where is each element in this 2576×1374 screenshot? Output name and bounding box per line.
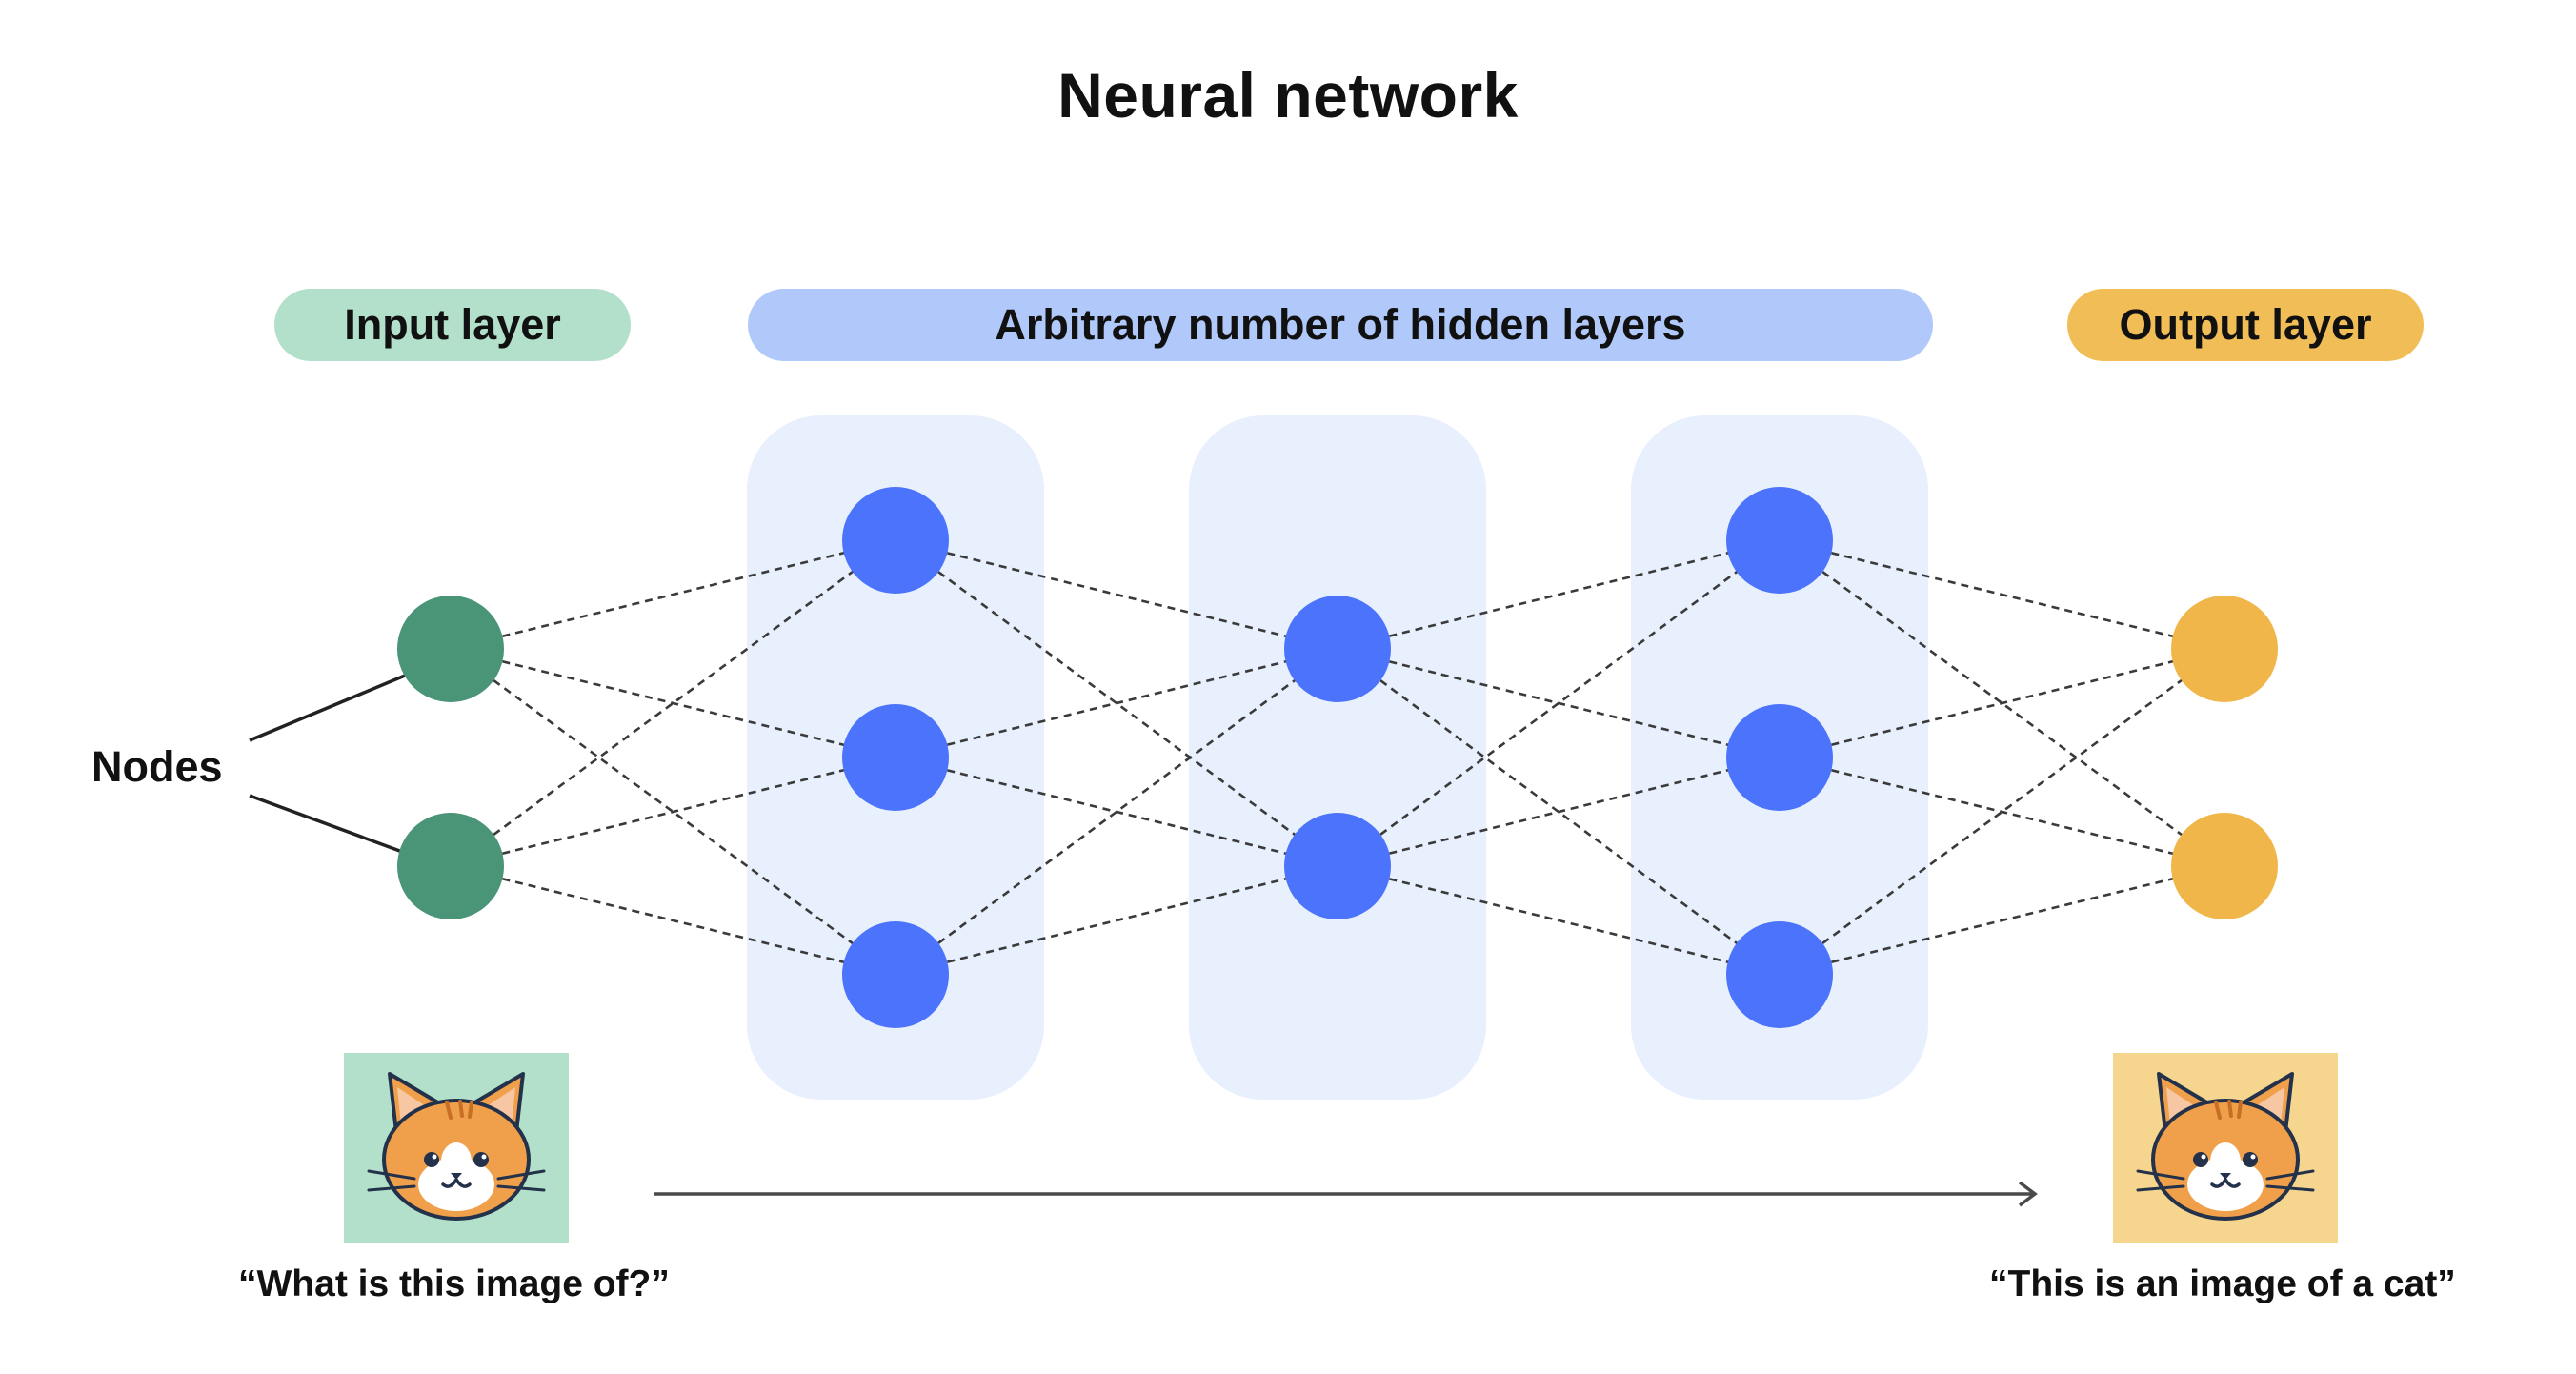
hidden-node xyxy=(842,487,949,594)
cat-face-icon xyxy=(2136,1072,2315,1221)
connection-edge xyxy=(895,864,1338,977)
input-node xyxy=(397,813,504,919)
hidden-node xyxy=(1284,596,1391,702)
connection-edge xyxy=(1779,647,2225,977)
hidden-layer-panel xyxy=(1189,415,1486,1100)
output-layer-pill: Output layer xyxy=(2067,289,2424,361)
hidden-layers-label: Arbitrary number of hidden layers xyxy=(995,300,1686,349)
output-layer-label: Output layer xyxy=(2119,300,2372,349)
output-caption: “This is an image of a cat” xyxy=(1989,1263,2456,1304)
connection-edge xyxy=(1337,647,1781,977)
connection-edge xyxy=(1337,538,1781,651)
hidden-node xyxy=(842,704,949,811)
nodes-pointer-line xyxy=(249,794,406,855)
connection-edge xyxy=(1779,864,2225,977)
connection-edge xyxy=(1779,647,2225,759)
connection-edge xyxy=(1337,647,1781,759)
hidden-node xyxy=(1284,813,1391,919)
input-caption: “What is this image of?” xyxy=(238,1263,670,1304)
input-node xyxy=(397,596,504,702)
connection-edge xyxy=(450,538,896,868)
connection-edge xyxy=(1337,538,1781,868)
input-image-thumbnail xyxy=(344,1053,569,1243)
connection-edge xyxy=(1779,756,2225,868)
connection-edge xyxy=(450,756,896,868)
connection-edge xyxy=(450,538,896,651)
connection-edge xyxy=(450,864,896,977)
connection-edge xyxy=(1337,864,1781,977)
cat-face-icon xyxy=(367,1072,546,1221)
hidden-layers-pill: Arbitrary number of hidden layers xyxy=(748,289,1933,361)
nodes-pointer-line xyxy=(249,674,406,742)
connection-edge xyxy=(895,538,1338,651)
connection-edge xyxy=(895,647,1338,977)
connection-edge xyxy=(895,538,1338,868)
hidden-node xyxy=(1726,487,1833,594)
connection-edge xyxy=(895,756,1338,868)
diagram-title: Neural network xyxy=(1057,60,1519,131)
connection-edge xyxy=(1337,756,1781,868)
connection-edge xyxy=(1779,538,2225,868)
input-layer-pill: Input layer xyxy=(274,289,631,361)
output-node xyxy=(2171,813,2278,919)
nodes-label: Nodes xyxy=(91,742,223,791)
connection-edge xyxy=(450,647,896,759)
connection-edge xyxy=(1779,538,2225,651)
connection-edge xyxy=(450,647,896,977)
hidden-node xyxy=(1726,704,1833,811)
connection-edge xyxy=(895,647,1338,759)
input-layer-label: Input layer xyxy=(344,300,561,349)
hidden-node xyxy=(842,921,949,1028)
output-node xyxy=(2171,596,2278,702)
arrow-right-icon xyxy=(654,1181,2038,1207)
hidden-node xyxy=(1726,921,1833,1028)
output-image-thumbnail xyxy=(2113,1053,2338,1243)
